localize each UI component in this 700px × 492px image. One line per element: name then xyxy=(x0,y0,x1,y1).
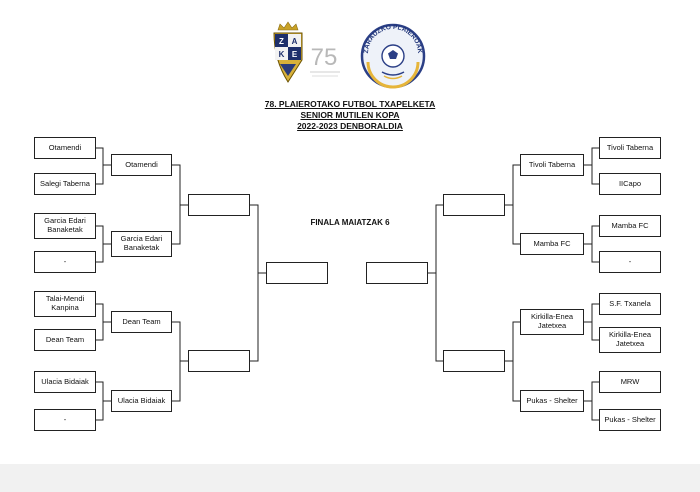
svg-text:A: A xyxy=(292,37,298,46)
connector xyxy=(584,303,599,341)
left-r1-slot-3: Garcia Edari Banaketak xyxy=(34,213,96,239)
svg-text:K: K xyxy=(279,50,285,59)
right-r1-slot-1: Tivoli Taberna xyxy=(599,137,661,159)
left-r2-slot-2: Garcia Edari Banaketak xyxy=(111,231,172,257)
connector xyxy=(505,164,520,245)
left-r1-slot-1: Otamendi xyxy=(34,137,96,159)
left-final-slot xyxy=(266,262,328,284)
football-badge-icon: ZARAUZKO PLAIEROAK xyxy=(360,23,426,89)
connector xyxy=(505,321,520,402)
right-r2-slot-2: Mamba FC xyxy=(520,233,584,255)
svg-text:Z: Z xyxy=(279,37,284,46)
tournament-season: 2022-2023 DENBORALDIA xyxy=(297,121,403,131)
right-r1-slot-2: IICapo xyxy=(599,173,661,195)
left-r1-slot-4: - xyxy=(34,251,96,273)
left-r2-slot-1: Otamendi xyxy=(111,154,172,176)
connector xyxy=(96,147,111,185)
connector xyxy=(428,204,443,362)
left-r2-slot-3: Dean Team xyxy=(111,311,172,333)
club-crest-icon: Z A K E 75 xyxy=(273,21,340,83)
connector xyxy=(584,147,599,185)
left-r1-slot-7: Ulacia Bidaiak xyxy=(34,371,96,393)
connector xyxy=(96,303,111,341)
left-r2-slot-4: Ulacia Bidaiak xyxy=(111,390,172,412)
right-r1-slot-5: S.F. Txanela xyxy=(599,293,661,315)
left-semifinal-slot-1 xyxy=(188,194,250,216)
left-r1-slot-5: Talai-Mendi Kanpina xyxy=(34,291,96,317)
connector xyxy=(250,204,266,362)
connector xyxy=(584,225,599,263)
right-r1-slot-4: - xyxy=(599,251,661,273)
tournament-title: 78. PLAIEROTAKO FUTBOL TXAPELKETA xyxy=(264,99,436,109)
right-final-slot xyxy=(366,262,428,284)
connector xyxy=(172,164,188,245)
page-footer-band xyxy=(0,464,700,492)
right-r1-slot-6: Kirkilla-Enea Jatetxea xyxy=(599,327,661,353)
right-r1-slot-3: Mamba FC xyxy=(599,215,661,237)
right-r2-slot-1: Tivoli Taberna xyxy=(520,154,584,176)
anniversary-number: 75 xyxy=(311,44,338,71)
right-r2-slot-3: Kirkilla-Enea Jatetxea xyxy=(520,309,584,335)
right-semifinal-slot-1 xyxy=(443,194,505,216)
connector xyxy=(96,381,111,421)
connector xyxy=(172,321,188,402)
final-label: FINALA MAIATZAK 6 xyxy=(310,218,390,227)
left-r1-slot-2: Salegi Taberna xyxy=(34,173,96,195)
connector xyxy=(584,381,599,421)
right-r1-slot-8: Pukas - Shelter xyxy=(599,409,661,431)
left-r1-slot-6: Dean Team xyxy=(34,329,96,351)
connector xyxy=(96,225,111,263)
right-r2-slot-4: Pukas - Shelter xyxy=(520,390,584,412)
right-semifinal-slot-2 xyxy=(443,350,505,372)
right-r1-slot-7: MRW xyxy=(599,371,661,393)
tournament-category: SENIOR MUTILEN KOPA xyxy=(300,110,400,120)
left-r1-slot-8: - xyxy=(34,409,96,431)
left-semifinal-slot-2 xyxy=(188,350,250,372)
svg-text:E: E xyxy=(292,50,298,59)
